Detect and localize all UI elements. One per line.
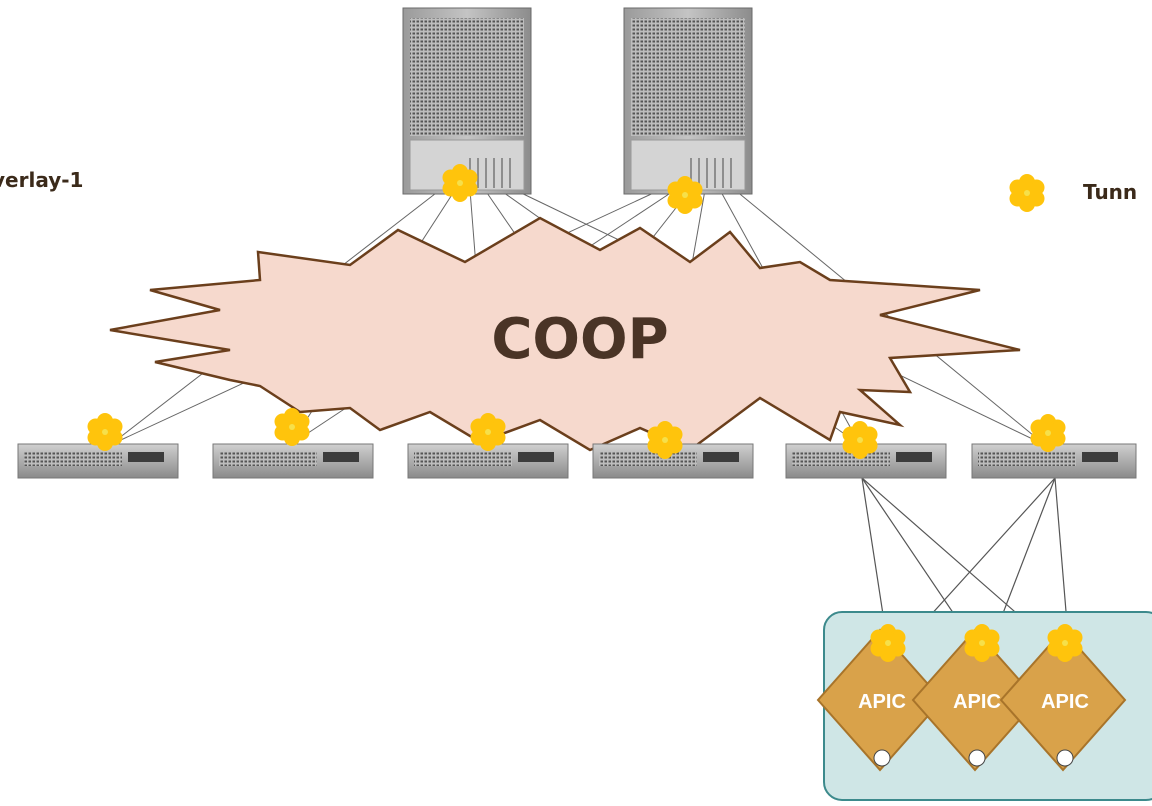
coop-cloud [109, 216, 1021, 452]
leaf-switches [17, 443, 1137, 479]
apic-label-3: APIC [1041, 691, 1089, 713]
tunnel-legend-label: Tunn [1083, 180, 1138, 204]
apic-controller-1: APIC [816, 628, 944, 772]
spine-chassis-1 [402, 7, 532, 195]
apic-label-1: APIC [858, 691, 906, 713]
leaf-switch-1 [17, 443, 179, 479]
apic-controllers: APIC APIC APIC [816, 628, 1127, 772]
apic-label-2: APIC [953, 691, 1001, 713]
apic-controller-3: APIC [999, 628, 1127, 772]
spine-chassis-2 [623, 7, 753, 195]
leaf-switch-6 [971, 443, 1137, 479]
overlay-label: verlay-1 [0, 168, 84, 192]
leaf-switch-2 [212, 443, 374, 479]
coop-label: COOP [491, 307, 668, 372]
apic-controller-2: APIC [911, 628, 1039, 772]
